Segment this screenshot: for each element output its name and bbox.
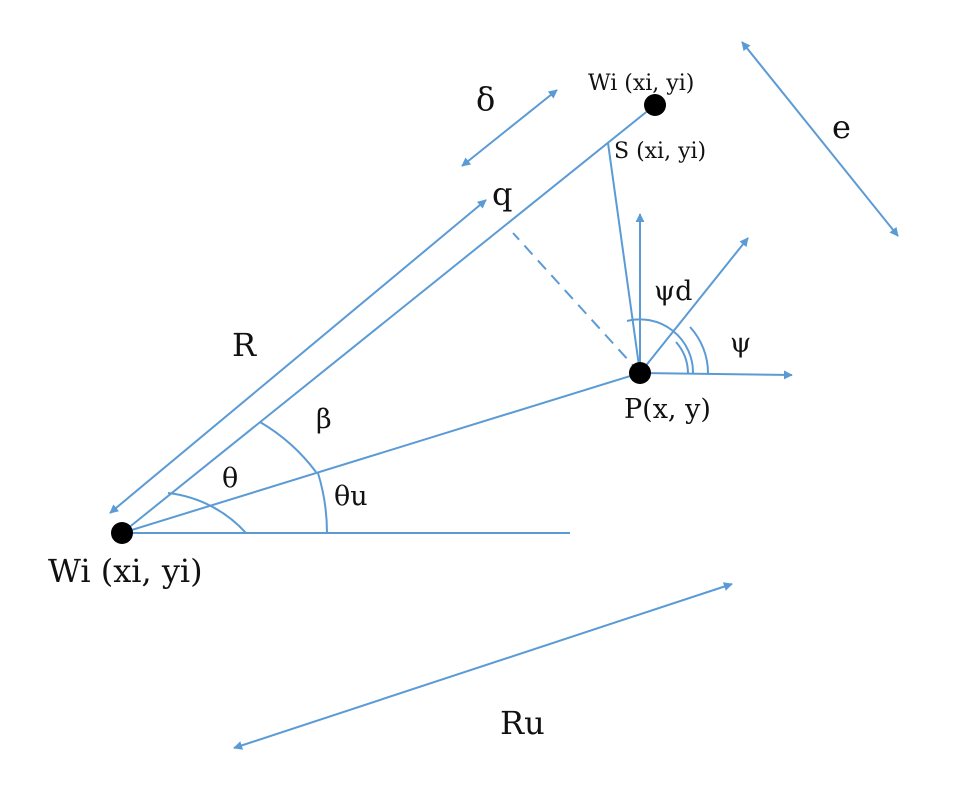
label-delta: δ xyxy=(476,80,495,118)
path-line-wi-to-wi xyxy=(121,104,656,534)
label-p-point: P(x, y) xyxy=(624,394,711,425)
r-length-arrow xyxy=(109,199,487,514)
theta-u-arc xyxy=(317,472,328,534)
psi-d-arc xyxy=(626,318,695,374)
dashed-perpendicular-p-to-q xyxy=(512,232,641,374)
e-arrow xyxy=(741,41,899,237)
waypoint-start-marker xyxy=(111,522,133,544)
theta-arc xyxy=(167,492,247,534)
ru-arrow xyxy=(233,582,733,750)
label-beta: β xyxy=(316,404,332,435)
psi-arc-outer xyxy=(689,326,709,374)
label-q: q xyxy=(492,175,512,213)
label-ru: Ru xyxy=(500,704,545,742)
label-e: e xyxy=(832,108,851,146)
horizontal-axis-vector xyxy=(639,370,793,380)
delta-arrow xyxy=(461,89,558,167)
label-wi-end: Wi (xi, yi) xyxy=(588,71,694,96)
psi-arc xyxy=(675,341,689,374)
waypoint-end-marker xyxy=(644,94,666,116)
label-theta: θ xyxy=(222,463,238,494)
label-psi-d: ψd xyxy=(654,276,692,307)
position-p-marker xyxy=(629,362,651,384)
label-wi-start: Wi (xi, yi) xyxy=(48,552,203,590)
label-r: R xyxy=(232,326,257,364)
label-psi: ψ xyxy=(730,328,751,359)
beta-arc xyxy=(259,421,317,473)
label-theta-u: θu xyxy=(334,481,368,512)
line-p-to-s xyxy=(607,142,641,374)
label-s-point: S (xi, yi) xyxy=(614,139,706,164)
line-wi-to-p xyxy=(121,372,641,534)
heading-vector xyxy=(639,237,749,374)
